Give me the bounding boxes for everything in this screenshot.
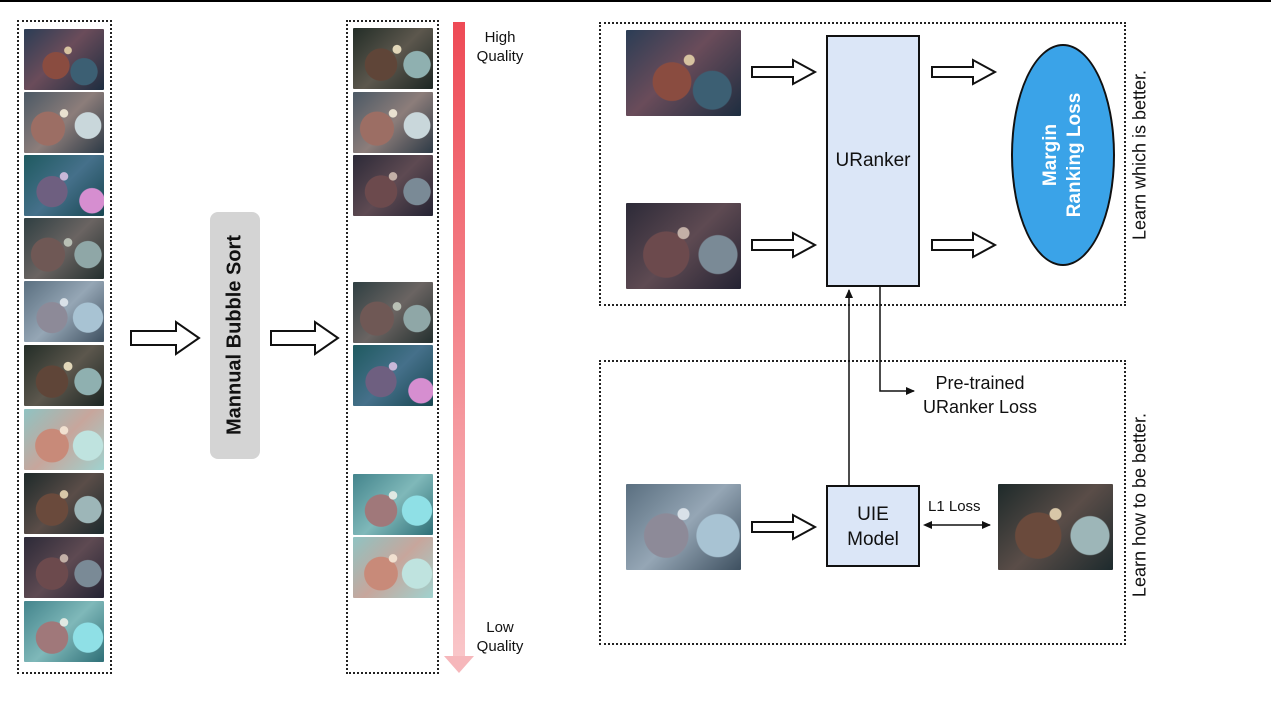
margin-ranking-loss-ellipse <box>1011 44 1115 266</box>
sorted-image-3 <box>353 155 433 216</box>
input-image-bottom <box>626 203 741 289</box>
uie-training-panel <box>599 360 1126 645</box>
unsorted-image-9 <box>24 537 104 598</box>
quality-gradient-arrow <box>444 22 474 673</box>
uie-input-image <box>626 484 741 570</box>
ranker-training-panel <box>599 22 1126 306</box>
input-image-top <box>626 30 741 116</box>
unsorted-image-6 <box>24 345 104 406</box>
block-arrow-uie-input <box>751 513 818 541</box>
block-arrow-to-sort <box>130 320 201 356</box>
unsorted-image-1 <box>24 29 104 90</box>
unsorted-image-8 <box>24 473 104 534</box>
uranker-block <box>826 35 920 287</box>
bubble-sort-box <box>210 212 260 459</box>
unsorted-image-4 <box>24 218 104 279</box>
block-arrow-bottom-output <box>931 231 998 259</box>
sorted-image-1 <box>353 28 433 89</box>
unsorted-image-3 <box>24 155 104 216</box>
unsorted-image-7 <box>24 409 104 470</box>
sorted-image-4 <box>353 282 433 343</box>
top-border-line <box>0 0 1271 2</box>
uranker-label: URanker <box>835 150 911 171</box>
unsorted-image-2 <box>24 92 104 153</box>
uranker-to-pretrained-loss-line <box>879 287 915 395</box>
sorted-image-7 <box>353 537 433 598</box>
unsorted-image-5 <box>24 281 104 342</box>
block-arrow-top-input <box>751 58 818 86</box>
block-arrow-bottom-input <box>751 231 818 259</box>
block-arrow-top-output <box>931 58 998 86</box>
sorted-image-6 <box>353 474 433 535</box>
unsorted-images-panel <box>17 20 112 674</box>
sorted-image-2 <box>353 92 433 153</box>
uie-model-block <box>826 485 920 567</box>
reference-image <box>998 484 1113 570</box>
block-arrow-from-sort <box>270 320 340 356</box>
unsorted-image-10 <box>24 601 104 662</box>
sorted-image-5 <box>353 345 433 406</box>
l1-loss-label: L1 Loss <box>928 498 981 515</box>
sorted-images-panel <box>346 20 439 674</box>
